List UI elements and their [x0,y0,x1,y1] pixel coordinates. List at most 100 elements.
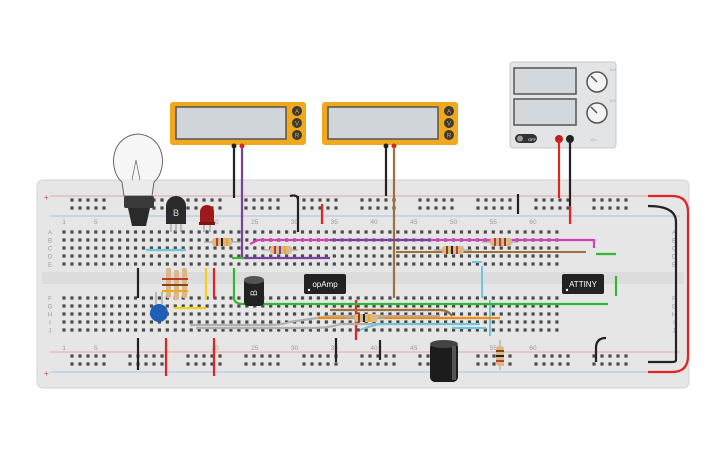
breadboard-hole[interactable] [205,328,209,332]
breadboard-hole[interactable] [451,296,456,300]
breadboard-hole[interactable] [308,230,313,234]
breadboard-hole[interactable] [237,312,241,316]
breadboard-hole[interactable] [102,328,106,332]
breadboard-hole[interactable] [420,320,424,324]
breadboard-hole[interactable] [128,354,132,358]
breadboard-hole[interactable] [334,198,338,202]
breadboard-hole[interactable] [499,304,503,308]
breadboard-hole[interactable] [133,230,138,234]
breadboard-hole[interactable] [550,354,554,358]
breadboard-hole[interactable] [380,262,384,266]
breadboard-hole[interactable] [499,320,503,324]
breadboard-hole[interactable] [523,328,527,332]
breadboard-hole[interactable] [380,246,384,250]
breadboard-hole[interactable] [269,262,273,266]
breadboard-hole[interactable] [229,328,233,332]
breadboard-hole[interactable] [372,246,376,250]
breadboard-hole[interactable] [252,198,256,202]
breadboard-hole[interactable] [126,230,130,234]
breadboard-hole[interactable] [508,206,512,210]
breadboard-hole[interactable] [157,328,161,332]
breadboard-hole[interactable] [110,238,114,242]
breadboard-hole[interactable] [356,296,360,300]
breadboard-hole[interactable] [491,320,495,324]
breadboard-hole[interactable] [149,320,154,324]
breadboard-hole[interactable] [253,230,257,234]
breadboard-hole[interactable] [237,262,241,266]
breadboard-hole[interactable] [277,312,281,316]
breadboard-hole[interactable] [404,246,408,250]
breadboard-hole[interactable] [491,254,495,258]
breadboard-hole[interactable] [260,198,264,202]
breadboard-hole[interactable] [78,354,82,358]
breadboard-hole[interactable] [348,230,352,234]
breadboard-hole[interactable] [189,246,193,250]
breadboard-hole[interactable] [149,238,154,242]
breadboard-hole[interactable] [173,230,177,234]
breadboard-hole[interactable] [324,320,328,324]
breadboard-hole[interactable] [420,296,424,300]
breadboard-hole[interactable] [62,304,66,308]
transistor[interactable]: B [166,196,186,232]
breadboard-hole[interactable] [508,362,512,366]
breadboard-hole[interactable] [160,206,164,210]
breadboard-hole[interactable] [467,312,472,316]
multimeter-a-button[interactable] [444,106,454,116]
breadboard-hole[interactable] [515,296,519,300]
breadboard-hole[interactable] [62,296,66,300]
breadboard-hole[interactable] [396,304,400,308]
breadboard-hole[interactable] [237,296,241,300]
breadboard-hole[interactable] [420,328,424,332]
wire-gray[interactable] [190,314,440,327]
breadboard-hole[interactable] [547,296,551,300]
breadboard-hole[interactable] [268,354,272,358]
breadboard-hole[interactable] [126,312,130,316]
wire-gray[interactable] [196,322,464,330]
breadboard-hole[interactable] [181,230,185,234]
breadboard-hole[interactable] [261,304,265,308]
breadboard-hole[interactable] [126,238,130,242]
breadboard-hole[interactable] [364,304,368,308]
breadboard-hole[interactable] [70,206,74,210]
breadboard-hole[interactable] [420,304,424,308]
breadboard-hole[interactable] [380,254,384,258]
breadboard-hole[interactable] [308,312,313,316]
breadboard-hole[interactable] [237,238,241,242]
multimeter-v-button[interactable] [444,118,454,128]
breadboard-hole[interactable] [78,312,82,316]
breadboard-hole[interactable] [173,304,177,308]
breadboard-hole[interactable] [542,198,546,202]
breadboard-hole[interactable] [300,328,305,332]
breadboard-hole[interactable] [475,262,479,266]
breadboard-hole[interactable] [189,238,193,242]
breadboard-hole[interactable] [388,312,392,316]
breadboard-hole[interactable] [507,312,511,316]
breadboard-hole[interactable] [277,328,281,332]
breadboard-hole[interactable] [261,246,265,250]
breadboard-hole[interactable] [189,312,193,316]
breadboard-hole[interactable] [531,262,535,266]
breadboard-hole[interactable] [418,206,422,210]
breadboard-hole[interactable] [181,254,185,258]
breadboard-hole[interactable] [558,354,562,358]
breadboard-hole[interactable] [300,230,305,234]
breadboard-hole[interactable] [94,206,98,210]
breadboard-hole[interactable] [70,328,74,332]
breadboard-hole[interactable] [181,312,185,316]
breadboard-hole[interactable] [194,362,198,366]
breadboard-hole[interactable] [547,328,551,332]
breadboard-hole[interactable] [492,354,496,358]
breadboard-hole[interactable] [292,246,297,250]
breadboard-hole[interactable] [133,328,138,332]
breadboard-hole[interactable] [205,246,209,250]
breadboard-hole[interactable] [459,254,464,258]
breadboard-hole[interactable] [507,296,511,300]
breadboard-hole[interactable] [102,230,106,234]
breadboard-hole[interactable] [534,354,538,358]
breadboard-hole[interactable] [404,304,408,308]
wire-black[interactable] [647,204,678,364]
breadboard-hole[interactable] [356,304,360,308]
breadboard-hole[interactable] [186,354,190,358]
breadboard-hole[interactable] [420,246,424,250]
breadboard-hole[interactable] [316,320,320,324]
